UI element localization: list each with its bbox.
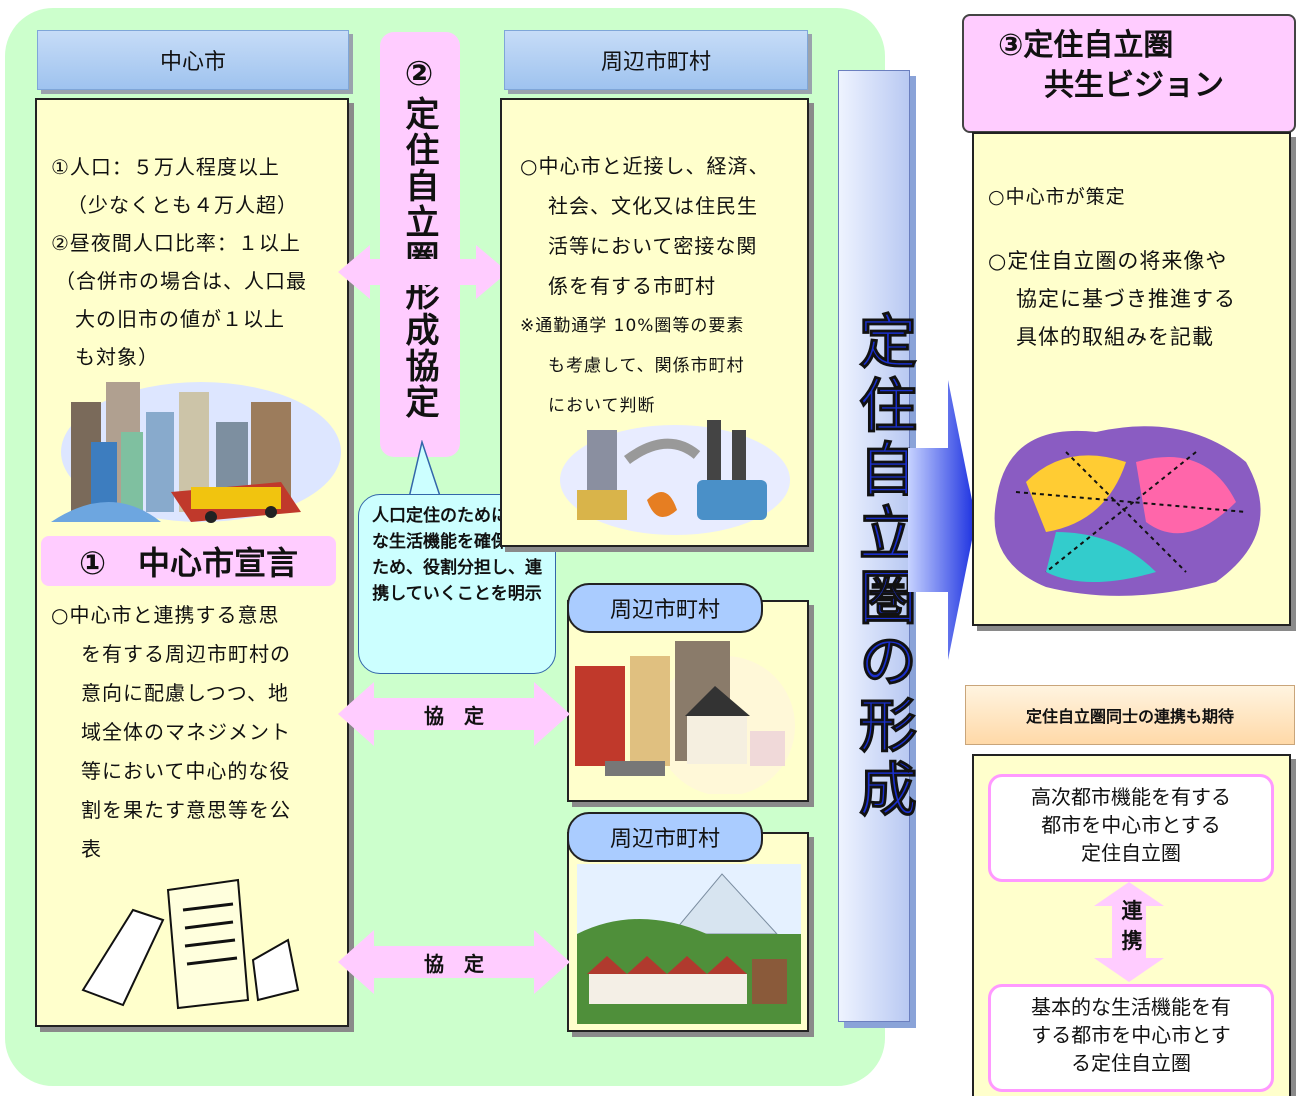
cooperation-arrow xyxy=(1094,882,1164,982)
vision-item: ○中心市が策定 xyxy=(988,186,1126,208)
cooperation-panel: 高次都市機能を有する 都市を中心市とする 定住自立圏 連携 基本的な生活機能を有… xyxy=(972,754,1291,1096)
cooperation-header: 定住自立圏同士の連携も期待 xyxy=(965,685,1295,745)
municipality-tab-2: 周辺市町村 xyxy=(567,812,763,862)
cooperation-header-label: 定住自立圏同士の連携も期待 xyxy=(1025,707,1234,726)
declaration-line: を有する周辺市町村の xyxy=(81,642,291,666)
neighbor-header-label: 周辺市町村 xyxy=(600,50,711,75)
callout-text: 人口定住のために必要な生活機能を確保するため、役割分担し、連携していくことを明示 xyxy=(372,506,542,604)
criteria-line: （少なくとも４万人超） xyxy=(67,193,298,217)
vision-title-line: 共生ビジョン xyxy=(1044,68,1224,103)
town-illustration xyxy=(575,641,795,794)
cooperation-box-line: 定住自立圏 xyxy=(1081,841,1181,865)
center-city-header: 中心市 xyxy=(37,30,349,90)
neighbor-line: ○中心市と近接し、経済、 xyxy=(520,154,770,178)
center-city-header-label: 中心市 xyxy=(159,50,226,75)
agreement-arrow-2 xyxy=(338,930,570,994)
center-city-panel: ①人口：５万人程度以上 （少なくとも４万人超） ②昼夜間人口比率：１以上 （合併… xyxy=(35,98,349,1027)
declaration-title-box: ① 中心市宣言 xyxy=(41,536,336,586)
vision-scroll: ③定住自立圏 共生ビジョン xyxy=(962,14,1296,133)
cooperation-box-line: る定住自立圏 xyxy=(1071,1051,1191,1075)
double-arrow-top xyxy=(338,245,508,299)
vision-title: ③定住自立圏 共生ビジョン xyxy=(998,26,1224,106)
neighbor-line: 社会、文化又は住民生 xyxy=(548,194,758,218)
vision-item: ○定住自立圏の将来像や xyxy=(988,249,1228,273)
vision-panel: ○中心市が策定 ○定住自立圏の将来像や 協定に基づき推進する 具体的取組みを記載 xyxy=(972,132,1291,626)
neighbor-header: 周辺市町村 xyxy=(504,30,808,90)
declaration-text: ○中心市と連携する意思 を有する周辺市町村の 意向に配慮しつつ、地 域全体のマネ… xyxy=(51,596,291,869)
criteria-list: ①人口：５万人程度以上 （少なくとも４万人超） ②昼夜間人口比率：１以上 （合併… xyxy=(51,148,307,376)
formation-banner-text: 定住自立圏の形成 xyxy=(849,311,918,824)
criteria-line: ①人口：５万人程度以上 xyxy=(51,155,280,179)
mountain-village-illustration xyxy=(577,864,801,1024)
criteria-line: （合併市の場合は、人口最 xyxy=(55,269,307,293)
agreement-arrow-2-label: 協 定 xyxy=(424,951,484,976)
cooperation-link-label: 連携 xyxy=(1121,899,1143,953)
declaration-line: 等において中心的な役 xyxy=(81,759,291,783)
neighbor-line: も考慮して、関係市町村 xyxy=(548,356,745,376)
agreement-arrow-1 xyxy=(338,682,570,746)
cooperation-box-line: 高次都市機能を有する xyxy=(1031,785,1231,809)
criteria-line: 大の旧市の値が１以上 xyxy=(75,307,285,331)
cooperation-box-bottom: 基本的な生活機能を有 する都市を中心市とす る定住自立圏 xyxy=(988,984,1274,1092)
declaration-line: 意向に配慮しつつ、地 xyxy=(81,681,289,705)
neighbor-line: ※通勤通学 10%圏等の要素 xyxy=(520,316,745,336)
agreement-banner-text: ②定住自立圏形成協定 xyxy=(399,54,439,420)
municipality-panel-2 xyxy=(567,832,809,1032)
agreement-arrow-1-label: 協 定 xyxy=(424,703,484,728)
declaration-line: ○中心市と連携する意思 xyxy=(51,603,280,627)
criteria-line: ②昼夜間人口比率：１以上 xyxy=(51,231,301,255)
formation-arrow xyxy=(908,380,976,660)
industry-illustration xyxy=(560,420,790,535)
vision-title-line: ③定住自立圏 xyxy=(998,28,1174,63)
cooperation-box-line: する都市を中心市とす xyxy=(1031,1023,1231,1047)
vision-illustration xyxy=(994,426,1261,596)
neighbor-panel: ○中心市と近接し、経済、 社会、文化又は住民生 活等において密接な関 係を有する… xyxy=(500,98,809,547)
callout-box: 人口定住のために必要な生活機能を確保するため、役割分担し、連携していくことを明示 xyxy=(358,494,556,674)
cooperation-box-top: 高次都市機能を有する 都市を中心市とする 定住自立圏 xyxy=(988,774,1274,882)
declaration-line: 割を果たす意思等を公 xyxy=(81,798,291,822)
municipality-panel-1 xyxy=(567,600,809,802)
declaration-title: ① 中心市宣言 xyxy=(78,544,299,582)
agreement-banner: ②定住自立圏形成協定 xyxy=(380,32,460,457)
formation-banner: 定住自立圏の形成 xyxy=(838,70,918,1022)
neighbor-line: 活等において密接な関 xyxy=(548,234,758,258)
municipality-tab-1: 周辺市町村 xyxy=(567,583,763,633)
vision-item: 協定に基づき推進する xyxy=(1016,287,1236,311)
criteria-line: も対象） xyxy=(75,345,159,369)
document-illustration xyxy=(81,878,300,1010)
vision-item: 具体的取組みを記載 xyxy=(1016,325,1214,349)
municipality-tab-label: 周辺市町村 xyxy=(609,827,720,852)
city-illustration xyxy=(51,382,341,523)
vision-items: ○中心市が策定 ○定住自立圏の将来像や 協定に基づき推進する 具体的取組みを記載 xyxy=(988,178,1236,356)
neighbor-line: において判断 xyxy=(548,396,656,416)
neighbor-text: ○中心市と近接し、経済、 社会、文化又は住民生 活等において密接な関 係を有する… xyxy=(520,146,769,426)
municipality-tab-label: 周辺市町村 xyxy=(609,598,720,623)
cooperation-box-line: 都市を中心市とする xyxy=(1041,813,1221,837)
cooperation-box-line: 基本的な生活機能を有 xyxy=(1031,995,1231,1019)
declaration-line: 域全体のマネジメント xyxy=(81,720,291,744)
declaration-line: 表 xyxy=(81,837,102,861)
neighbor-line: 係を有する市町村 xyxy=(548,274,716,298)
